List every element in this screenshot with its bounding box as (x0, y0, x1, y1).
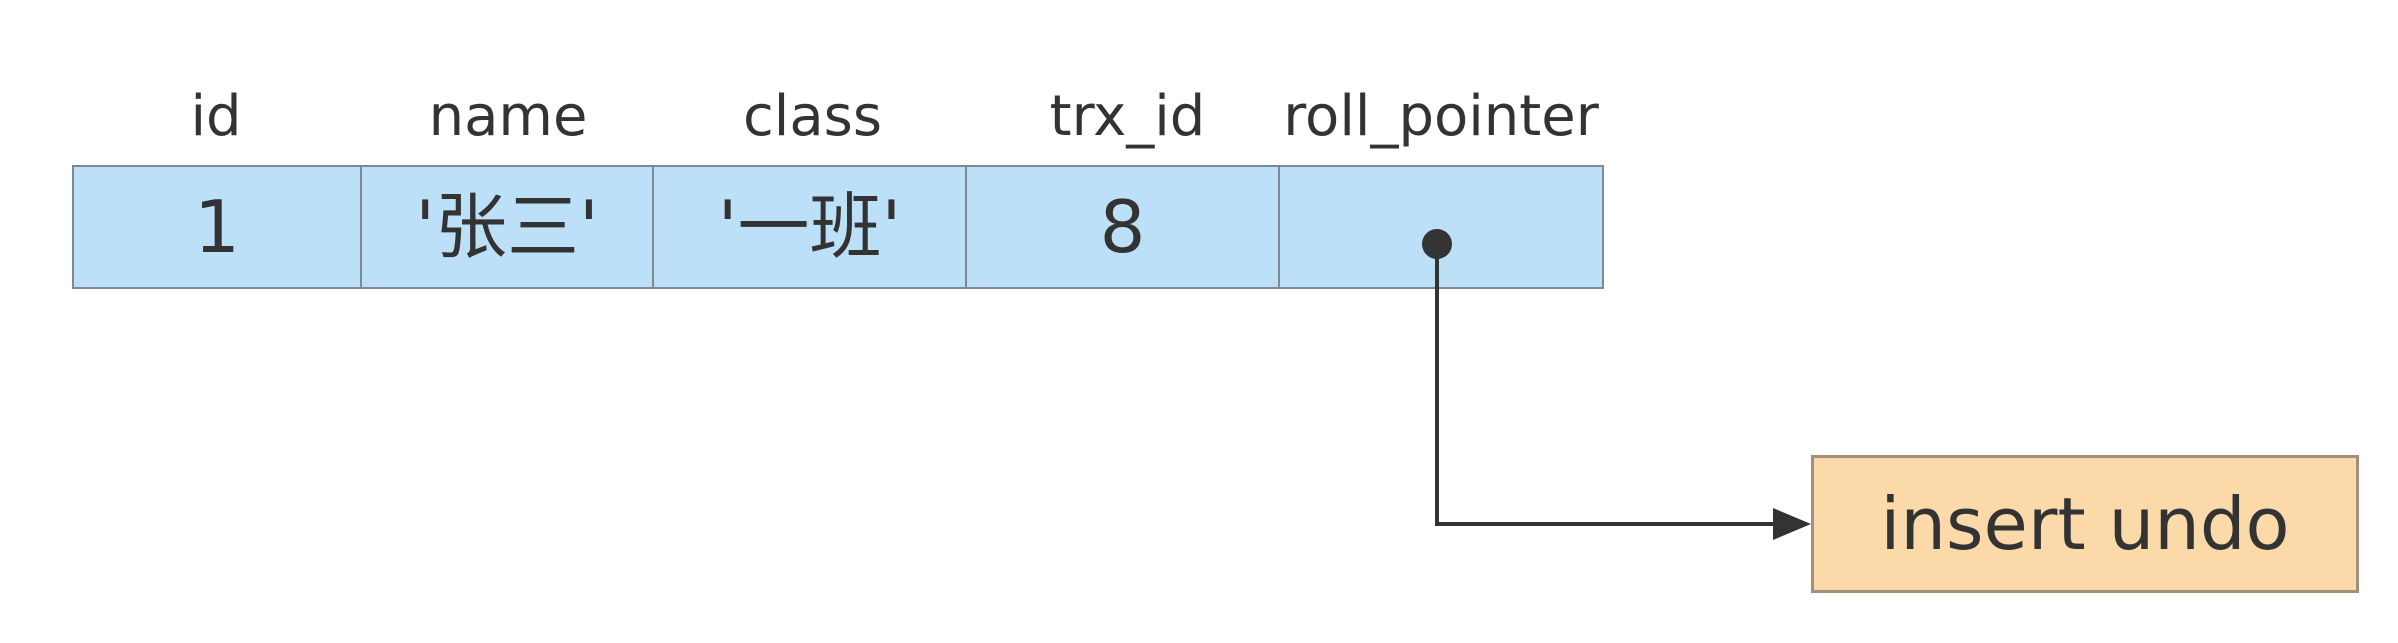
cell-id: 1 (72, 165, 362, 289)
arrowhead-icon (1773, 508, 1811, 540)
header-trx-id: trx_id (1049, 84, 1206, 149)
insert-undo-box: insert undo (1811, 455, 2359, 593)
header-name: name (428, 84, 588, 149)
cell-class: '一班' (652, 165, 967, 289)
cell-roll-pointer (1278, 165, 1604, 289)
record-row: 1 '张三' '一班' 8 (72, 165, 1604, 289)
header-class: class (742, 84, 882, 149)
header-roll-pointer: roll_pointer (1283, 84, 1599, 149)
header-id: id (190, 84, 242, 149)
cell-name: '张三' (360, 165, 654, 289)
cell-trx-id: 8 (965, 165, 1280, 289)
